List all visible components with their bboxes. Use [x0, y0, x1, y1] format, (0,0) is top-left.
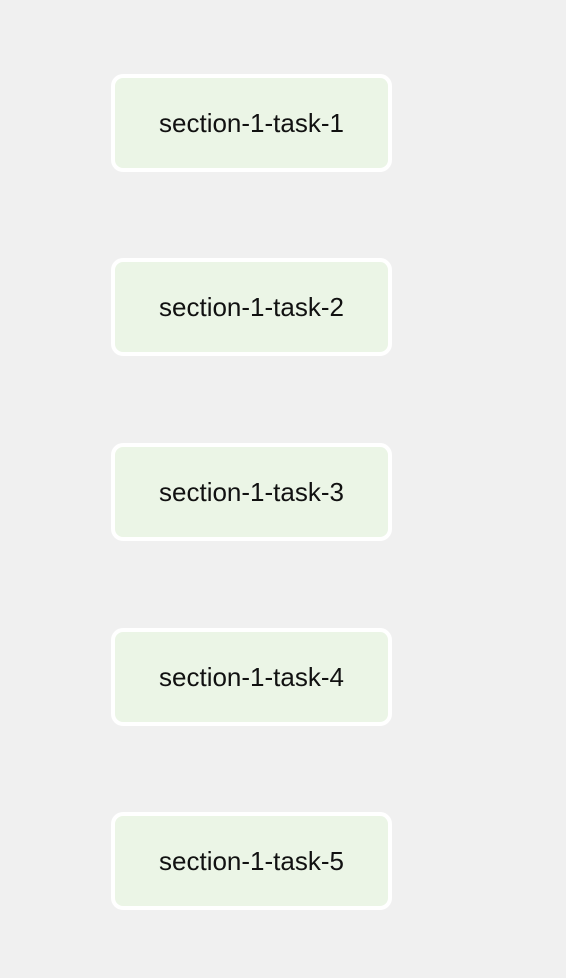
task-label: section-1-task-2: [159, 291, 344, 322]
task-card-4[interactable]: section-1-task-4: [111, 628, 392, 726]
task-card-3[interactable]: section-1-task-3: [111, 443, 392, 541]
task-card-1[interactable]: section-1-task-1: [111, 74, 392, 172]
task-label: section-1-task-1: [159, 107, 344, 138]
task-label: section-1-task-4: [159, 661, 344, 692]
task-card-2[interactable]: section-1-task-2: [111, 258, 392, 356]
task-label: section-1-task-3: [159, 476, 344, 507]
task-card-5[interactable]: section-1-task-5: [111, 812, 392, 910]
task-label: section-1-task-5: [159, 845, 344, 876]
